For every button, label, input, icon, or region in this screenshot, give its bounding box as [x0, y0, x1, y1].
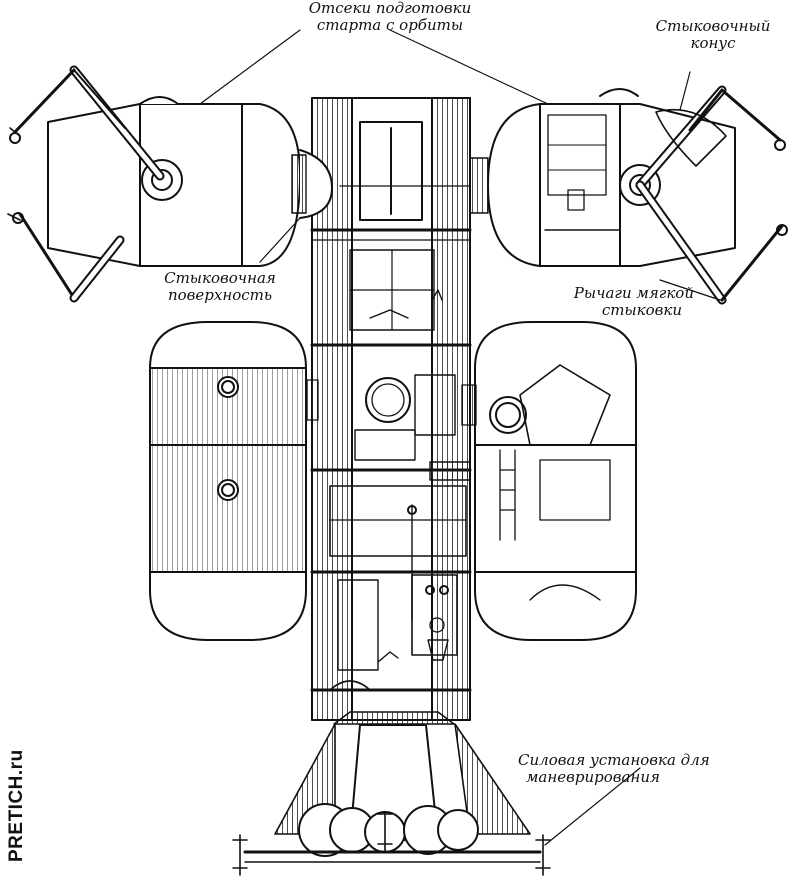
docking-surface-label-line1: Стыковочная [164, 269, 276, 287]
soft-docking-label-line2: стыковки [601, 301, 682, 319]
launch-bays-label: Отсеки подготовки старта с орбиты [290, 0, 490, 34]
soft-docking-label-line1: Рычаги мягкой [573, 284, 694, 302]
watermark: PRETICH.ru [6, 749, 27, 862]
leader-lines [199, 29, 721, 846]
middle-right-tank [461, 321, 637, 641]
soft-docking-label: Рычаги мягкой стыковки [534, 285, 694, 319]
docking-cone-label-line2: конус [690, 34, 736, 52]
launch-bays-label-line2: старта с орбиты [316, 16, 464, 34]
power-unit-label-line1: Силовая установка для [518, 751, 710, 769]
docking-cone-label: Стыковочный конус [638, 18, 788, 52]
engine-skirt [232, 711, 551, 876]
launch-bays-label-line1: Отсеки подготовки [308, 0, 472, 17]
docking-surface-label: Стыковочная поверхность [140, 270, 300, 304]
middle-left-tank [149, 321, 319, 641]
power-unit-label-line2: маневрирования [526, 768, 660, 786]
upper-right-module [469, 85, 788, 305]
docking-cone-label-line1: Стыковочный [655, 17, 771, 35]
docking-surface-label-line2: поверхность [167, 286, 273, 304]
power-unit-label: Силовая установка для маневрирования [518, 752, 758, 786]
central-tower [310, 97, 472, 721]
upper-left-module [7, 65, 333, 303]
